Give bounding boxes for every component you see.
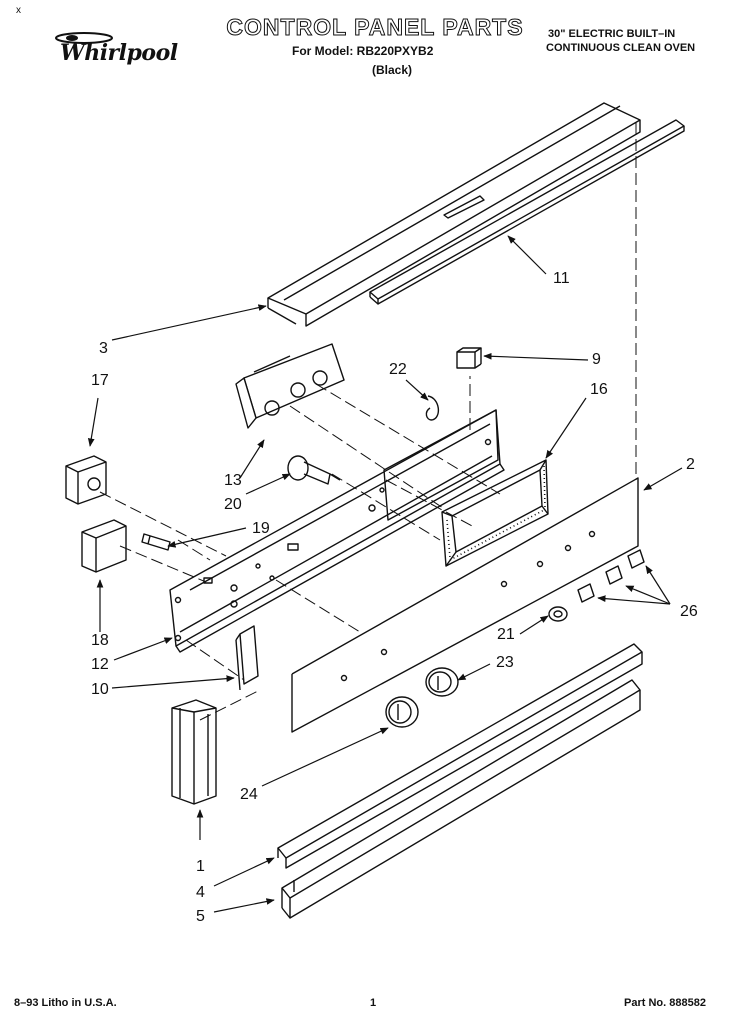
part-9-clip [456, 347, 482, 369]
part-1-end-cap [171, 699, 217, 805]
page-number: 1 [370, 997, 377, 1009]
model-line: For Model: RB220PXYB2 [292, 44, 434, 58]
part-10-bracket [235, 625, 259, 691]
callout-21: 21 [497, 626, 515, 643]
callout-1: 1 [196, 858, 205, 875]
part-4-lower-trim [277, 643, 643, 869]
part-12-control-panel-body [169, 409, 505, 653]
callout-10: 10 [91, 681, 109, 698]
callout-4: 4 [196, 884, 205, 901]
callout-2: 2 [686, 456, 695, 473]
part-24-knob [385, 696, 419, 728]
product-line-1: 30" ELECTRIC BUILT–IN [548, 28, 676, 40]
part-18-transformer [81, 519, 127, 573]
part-17-relay [65, 455, 107, 505]
whirlpool-logo-swoosh-icon [55, 32, 113, 44]
callout-17: 17 [91, 372, 109, 389]
page-title: CONTROL PANEL PARTS [226, 14, 524, 41]
brand-logo: Whirlpool [60, 40, 178, 66]
part-26-small-knobs [577, 549, 645, 603]
part-number: Part No. 888582 [624, 997, 706, 1009]
part-5-lower-channel [281, 679, 641, 919]
callout-12: 12 [91, 656, 109, 673]
part-22-spring-clip [425, 395, 439, 421]
callout-9: 9 [592, 351, 601, 368]
callout-18: 18 [91, 632, 109, 649]
callout-24: 24 [240, 786, 258, 803]
part-19-fuse [141, 533, 171, 551]
callout-26: 26 [680, 603, 698, 620]
part-20-switch [287, 455, 341, 485]
corner-mark: x [16, 5, 21, 16]
callout-11: 11 [553, 270, 570, 287]
callout-5: 5 [196, 908, 205, 925]
part-23-knob [425, 667, 459, 697]
callout-22: 22 [389, 361, 407, 378]
callout-3: 3 [99, 340, 108, 357]
callout-19: 19 [252, 520, 270, 537]
callout-13: 13 [224, 472, 242, 489]
part-16-gasket-frame [441, 459, 549, 567]
color-line: (Black) [372, 63, 413, 77]
print-info: 8–93 Litho in U.S.A. [14, 997, 117, 1009]
callout-16: 16 [590, 381, 608, 398]
callout-23: 23 [496, 654, 514, 671]
callout-20: 20 [224, 496, 242, 513]
part-13-switch-bracket [235, 343, 345, 429]
part-21-knob-seat [548, 606, 568, 622]
part-11-trim-strip [369, 119, 685, 305]
product-line-2: CONTINUOUS CLEAN OVEN [546, 42, 696, 54]
part-3-top-channel [267, 102, 641, 327]
part-2-panel-overlay [291, 477, 639, 733]
